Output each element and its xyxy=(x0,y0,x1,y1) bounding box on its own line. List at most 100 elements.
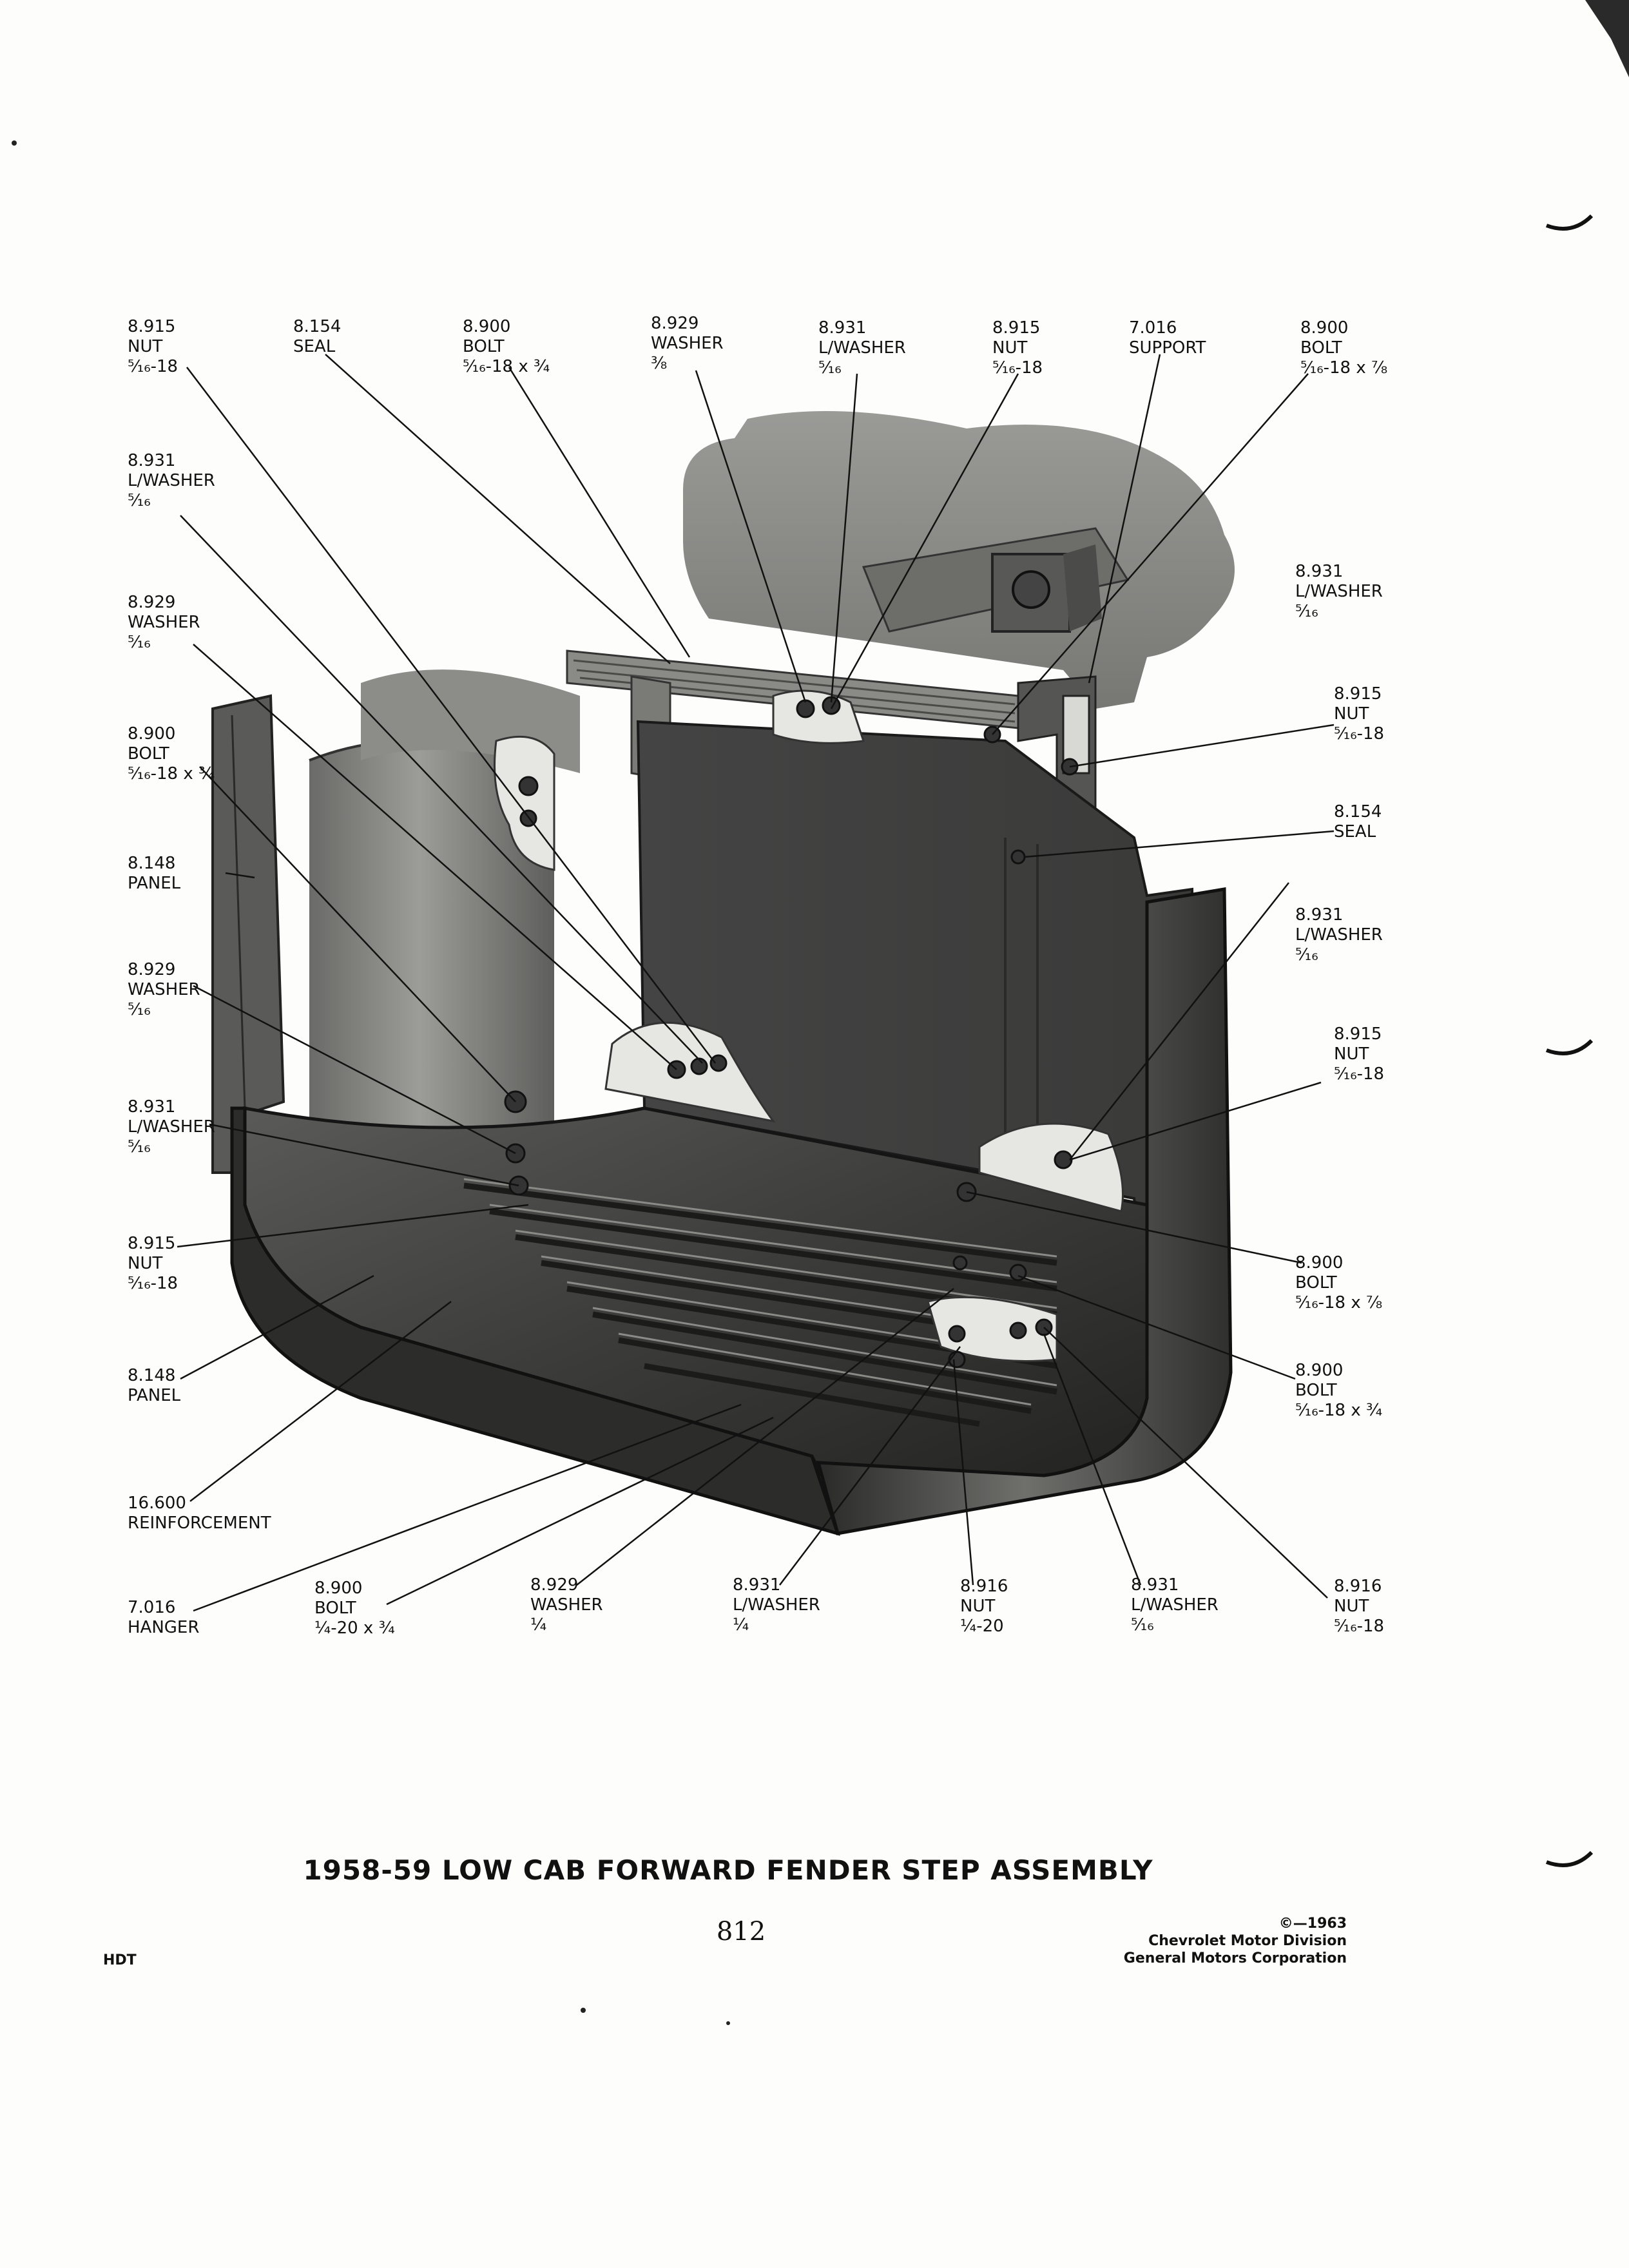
part-code: 8.900 xyxy=(463,317,511,336)
part-code: 8.154 xyxy=(293,317,342,336)
part-name: REINFORCEMENT xyxy=(128,1514,271,1533)
part-code: 7.016 xyxy=(1129,318,1177,338)
part-code: 8.916 xyxy=(960,1577,1008,1596)
part-spec: ¼ xyxy=(530,1615,547,1635)
part-spec: ⁵⁄₁₆ xyxy=(1295,945,1318,965)
callout-bolt-right-mid: 8.900 BOLT ⁵⁄₁₆-18 x ⅞ xyxy=(1295,1253,1382,1313)
seal xyxy=(1010,849,1026,865)
part-spec: ⁵⁄₁₆-18 xyxy=(1334,1617,1385,1636)
speck xyxy=(12,140,17,146)
callout-nut-top-left: 8.915 NUT ⁵⁄₁₆-18 xyxy=(128,317,178,377)
callout-nut-right-mid: 8.915 NUT ⁵⁄₁₆-18 xyxy=(1334,1024,1384,1084)
part-spec: ⁵⁄₁₆ xyxy=(1131,1615,1154,1635)
page-title: 1958-59 LOW CAB FORWARD FENDER STEP ASSE… xyxy=(303,1854,1153,1886)
part-code: 8.915 xyxy=(1334,684,1382,704)
callout-bolt-right-bottom: 8.900 BOLT ⁵⁄₁₆-18 x ¾ xyxy=(1295,1361,1382,1421)
part-name: SEAL xyxy=(293,337,336,356)
part-code: 8.900 xyxy=(1295,1253,1344,1273)
washer xyxy=(948,1350,966,1369)
division-name: Chevrolet Motor Division xyxy=(1148,1933,1347,1949)
part-code: 8.931 xyxy=(1295,905,1344,925)
part-code: 8.900 xyxy=(314,1579,363,1598)
part-name: NUT xyxy=(128,337,163,356)
part-code: 8.929 xyxy=(651,314,699,333)
part-name: SUPPORT xyxy=(1129,338,1206,358)
fuel-tank xyxy=(309,669,580,1139)
part-spec: ⁵⁄₁₆-18 xyxy=(128,357,178,376)
part-name: PANEL xyxy=(128,874,181,893)
leader-lines xyxy=(177,354,1335,1612)
part-spec: ⁵⁄₁₆-18 xyxy=(1334,724,1385,744)
part-code: 8.931 xyxy=(818,318,867,338)
callout-lwasher-right-top: 8.931 L/WASHER ⁵⁄₁₆ xyxy=(1295,562,1383,622)
callout-nut-right-top: 8.915 NUT ⁵⁄₁₆-18 xyxy=(1334,684,1384,744)
callout-lwasher-top: 8.931 L/WASHER ⁵⁄₁₆ xyxy=(818,318,906,378)
part-code: 7.016 xyxy=(128,1598,176,1617)
part-spec: ¼-20 x ¾ xyxy=(314,1619,395,1638)
callout-reinforcement: 16.600 REINFORCEMENT xyxy=(128,1494,271,1533)
part-code: 16.600 xyxy=(128,1494,186,1513)
callout-washer-left-mid: 8.929 WASHER ⁵⁄₁₆ xyxy=(128,960,200,1020)
part-name: L/WASHER xyxy=(1295,582,1383,601)
callout-bolt-top: 8.900 BOLT ⁵⁄₁₆-18 x ¾ xyxy=(463,317,550,377)
part-name: L/WASHER xyxy=(1131,1595,1219,1615)
part-spec: ⁵⁄₁₆-18 xyxy=(992,358,1043,378)
part-name: SEAL xyxy=(1334,822,1376,841)
part-code: 8.915 xyxy=(1334,1024,1382,1044)
washer xyxy=(690,1057,708,1075)
callout-seal-top: 8.154 SEAL xyxy=(293,317,341,357)
part-code: 8.148 xyxy=(128,1366,176,1385)
callout-washer-bottom: 8.929 WASHER ¼ xyxy=(530,1575,603,1635)
part-name: HANGER xyxy=(128,1618,200,1637)
part-spec: ⁵⁄₁₆ xyxy=(818,358,842,378)
part-name: NUT xyxy=(960,1597,996,1616)
part-name: NUT xyxy=(992,338,1028,358)
part-code: 8.915 xyxy=(128,317,176,336)
l-washer xyxy=(1054,1150,1073,1169)
part-code: 8.900 xyxy=(128,724,176,744)
l-washer xyxy=(1009,1321,1027,1340)
part-name: WASHER xyxy=(651,334,724,353)
part-name: L/WASHER xyxy=(128,471,215,490)
part-name: PANEL xyxy=(128,1386,181,1405)
washer xyxy=(709,1054,728,1072)
callout-nut-bottom-right: 8.916 NUT ⁵⁄₁₆-18 xyxy=(1334,1577,1384,1637)
part-spec: ⁵⁄₁₆-18 x ⅞ xyxy=(1300,358,1388,378)
callout-nut-top: 8.915 NUT ⁵⁄₁₆-18 xyxy=(992,318,1043,378)
outer-rim xyxy=(230,887,1233,1536)
callout-support-top: 7.016 SUPPORT xyxy=(1129,318,1206,358)
part-code: 8.148 xyxy=(128,854,176,873)
callout-bolt-bottom: 8.900 BOLT ¼-20 x ¾ xyxy=(314,1579,395,1639)
binding-mark xyxy=(1545,1039,1594,1055)
part-spec: ⅜ xyxy=(651,354,668,373)
part-code: 8.931 xyxy=(128,1097,176,1117)
part-name: BOLT xyxy=(128,744,169,764)
part-name: BOLT xyxy=(1295,1381,1337,1400)
binding-mark xyxy=(1545,1850,1594,1867)
callout-nut-bottom: 8.916 NUT ¼-20 xyxy=(960,1577,1008,1637)
part-code: 8.931 xyxy=(733,1575,781,1595)
speck xyxy=(726,2021,730,2025)
callout-panel-left: 8.148 PANEL xyxy=(128,854,180,894)
part-name: BOLT xyxy=(1295,1273,1337,1293)
part-name: BOLT xyxy=(1300,338,1342,358)
part-code: 8.931 xyxy=(1295,562,1344,581)
part-name: NUT xyxy=(1334,704,1369,724)
part-spec: ⁵⁄₁₆-18 x ¾ xyxy=(463,357,550,376)
callout-lwasher-left-mid: 8.931 L/WASHER ⁵⁄₁₆ xyxy=(128,1097,215,1157)
callout-lwasher-bottom-right: 8.931 L/WASHER ⁵⁄₁₆ xyxy=(1131,1575,1219,1635)
callout-washer-top: 8.929 WASHER ⅜ xyxy=(651,314,724,374)
copyright-year: ©—1963 xyxy=(1278,1916,1347,1932)
part-name: L/WASHER xyxy=(1295,925,1383,945)
callout-seal-right: 8.154 SEAL xyxy=(1334,802,1382,842)
part-spec: ⁵⁄₁₆ xyxy=(128,1137,151,1157)
part-spec: ⁵⁄₁₆-18 xyxy=(1334,1064,1385,1084)
callout-lwasher-bottom: 8.931 L/WASHER ¼ xyxy=(733,1575,820,1635)
speck xyxy=(581,2008,586,2013)
callout-hanger: 7.016 HANGER xyxy=(128,1598,199,1638)
copyright-credit: ©—1963 Chevrolet Motor Division General … xyxy=(1057,1915,1347,1967)
nut xyxy=(518,776,539,796)
callout-bolt-top-right: 8.900 BOLT ⁵⁄₁₆-18 x ⅞ xyxy=(1300,318,1387,378)
